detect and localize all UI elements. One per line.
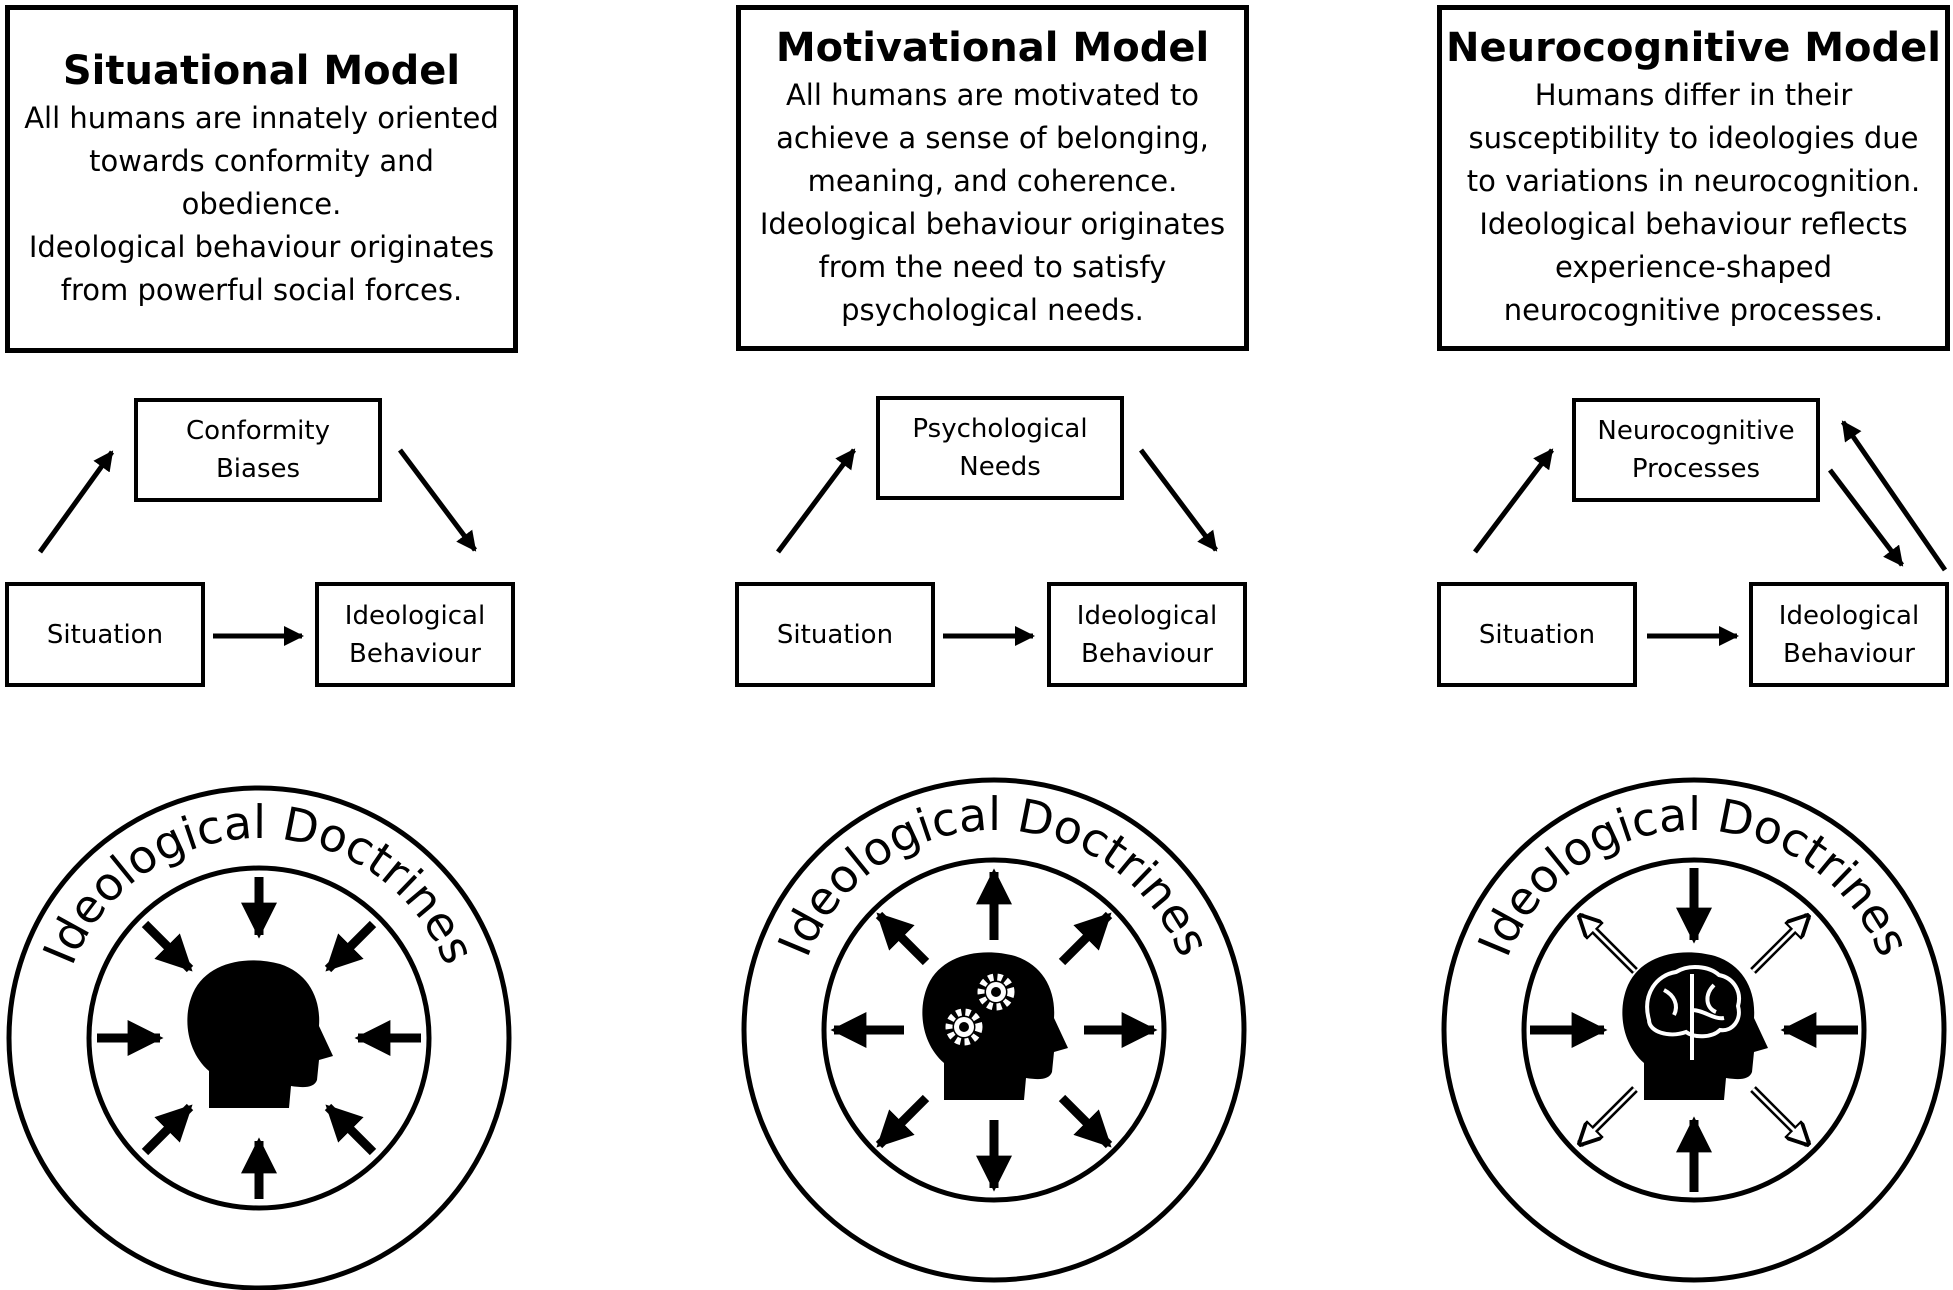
outcome-label-line: Behaviour — [1783, 638, 1915, 669]
outcome-label-line: Ideological — [1778, 600, 1920, 631]
model-description-line: All humans are innately oriented — [24, 100, 499, 135]
mediator-label-line: Conformity — [186, 416, 330, 446]
model-description-line: Ideological behaviour reflects — [1479, 207, 1908, 241]
ideological-behaviour-box: Ideological Behaviour — [1047, 582, 1247, 687]
model-description-line: Ideological behaviour originates — [759, 207, 1226, 241]
model-description-line: Ideological behaviour originates — [28, 229, 495, 264]
model-title: Neurocognitive Model — [1445, 25, 1942, 71]
inward-arrows — [97, 877, 421, 1199]
situation-label: Situation — [1478, 619, 1596, 650]
brain-icon — [1645, 965, 1741, 1060]
ideological-behaviour-box: Ideological Behaviour — [315, 582, 515, 687]
head-silhouette-icon — [187, 960, 333, 1108]
doctrines-outer-circle — [741, 777, 1247, 1283]
situation-label: Situation — [776, 619, 894, 650]
gear-icon — [945, 1008, 983, 1046]
model-description-line: Humans differ in their — [1534, 78, 1853, 112]
motivational-model-description-box: Motivational Model All humans are motiva… — [736, 5, 1249, 351]
model-description-line: susceptibility to ideologies due — [1468, 121, 1919, 155]
inward-arrows — [1530, 868, 1858, 1192]
mediator-label-line: Processes — [1631, 454, 1761, 484]
mediator-label-line: Neurocognitive — [1597, 416, 1795, 446]
neurocognitive-model-column: Neurocognitive Model Humans differ in th… — [1437, 0, 1953, 1290]
model-description-line: from powerful social forces. — [60, 272, 463, 307]
model-description-line: achieve a sense of belonging, — [776, 121, 1209, 155]
model-description-line: towards conformity and — [89, 143, 434, 178]
doctrines-outer-circle — [6, 785, 512, 1290]
head-brain-icon — [1622, 952, 1768, 1100]
situational-model-column: Situational Model All humans are innatel… — [0, 0, 651, 1290]
model-description-line: All humans are motivated to — [785, 78, 1200, 112]
situation-label: Situation — [46, 619, 164, 650]
doctrines-inner-circle — [821, 857, 1167, 1203]
situation-box: Situation — [5, 582, 205, 687]
situational-diagram-graphics: Ideological Doctrines — [6, 448, 512, 1290]
model-description-line: experience-shaped — [1554, 250, 1833, 284]
motivational-diagram-graphics: Ideological Doctrines — [741, 448, 1247, 1283]
model-description-line: psychological needs. — [841, 293, 1144, 327]
neurocognitive-diagram-graphics: Ideological Doctrines — [1441, 420, 1948, 1283]
mediator-label-line: Psychological — [912, 414, 1088, 444]
doctrines-inner-circle — [1521, 857, 1867, 1203]
ideological-behaviour-box: Ideological Behaviour — [1749, 582, 1949, 687]
outcome-label-line: Behaviour — [1081, 638, 1213, 669]
situational-model-description-box: Situational Model All humans are innatel… — [5, 5, 518, 353]
model-description-line: obedience. — [181, 186, 342, 221]
neurocognitive-model-description-box: Neurocognitive Model Humans differ in th… — [1437, 5, 1950, 351]
situation-to-mediator-arrow — [1473, 448, 1554, 554]
doctrines-inner-circle — [86, 865, 432, 1211]
situation-box: Situation — [735, 582, 935, 687]
outcome-label-line: Ideological — [344, 600, 486, 631]
outcome-label-line: Ideological — [1076, 600, 1218, 631]
situation-to-mediator-arrow — [37, 450, 115, 554]
outward-arrows — [830, 868, 1158, 1192]
mediator-to-behaviour-arrow — [1828, 468, 1904, 567]
model-title: Motivational Model — [775, 25, 1210, 71]
outcome-label-line: Behaviour — [349, 638, 481, 669]
mediator-label-line: Needs — [959, 452, 1041, 482]
motivational-model-column: Motivational Model All humans are motiva… — [731, 0, 1382, 1290]
model-description-line: meaning, and coherence. — [807, 164, 1178, 198]
mediator-to-behaviour-arrow — [1139, 448, 1218, 552]
mediator-box: Neurocognitive Processes — [1572, 398, 1820, 502]
model-title: Situational Model — [62, 47, 461, 94]
mediator-to-behaviour-arrow — [398, 448, 477, 552]
mediator-label-line: Biases — [215, 454, 301, 484]
mediator-box: Psychological Needs — [876, 396, 1124, 500]
model-description-line: from the need to satisfy — [818, 250, 1167, 284]
gear-icon — [977, 973, 1015, 1011]
situation-to-mediator-arrow — [775, 448, 857, 554]
head-gears-icon — [922, 952, 1068, 1100]
mediator-box: Conformity Biases — [134, 398, 382, 502]
model-description-line: neurocognitive processes. — [1503, 293, 1884, 327]
behaviour-to-mediator-arrow — [1840, 420, 1948, 572]
model-description-line: to variations in neurocognition. — [1466, 164, 1921, 198]
doctrines-outer-circle — [1441, 777, 1947, 1283]
situation-box: Situation — [1437, 582, 1637, 687]
